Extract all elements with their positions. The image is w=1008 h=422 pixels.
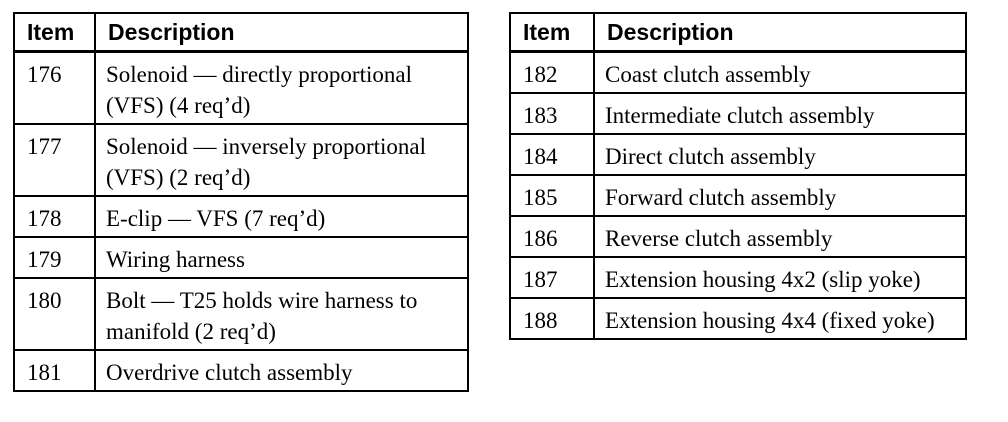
description-cell: Solenoid — directly proportional (VFS) (… [95,51,468,125]
item-number-cell: 187 [510,256,595,299]
item-number-cell: 185 [510,174,595,217]
item-number-cell: 176 [14,51,96,125]
description-cell: Coast clutch assembly [594,51,966,94]
table-header-row: Item Description [510,13,966,53]
description-cell: Direct clutch assembly [594,133,966,176]
table-header-row: Item Description [14,13,468,53]
table-row: 177 Solenoid — inversely proportional (V… [14,123,468,197]
description-cell: Reverse clutch assembly [594,215,966,258]
table-row: 184 Direct clutch assembly [510,133,966,176]
description-cell: Extension housing 4x2 (slip yoke) [594,256,966,299]
description-cell: Extension housing 4x4 (fixed yoke) [594,297,966,340]
item-number-cell: 182 [510,51,595,94]
table-row: 186 Reverse clutch assembly [510,215,966,258]
table-row: 178 E-clip — VFS (7 req’d) [14,195,468,238]
table-row: 185 Forward clutch assembly [510,174,966,217]
item-number-cell: 178 [14,195,96,238]
table-row: 179 Wiring harness [14,236,468,279]
description-cell: Intermediate clutch assembly [594,92,966,135]
item-column-header: Item [510,13,595,53]
description-cell: Solenoid — inversely proportional (VFS) … [95,123,468,197]
item-number-cell: 183 [510,92,595,135]
table-row: 188 Extension housing 4x4 (fixed yoke) [510,297,966,340]
table-row: 182 Coast clutch assembly [510,51,966,94]
item-number-cell: 188 [510,297,595,340]
table-row: 187 Extension housing 4x2 (slip yoke) [510,256,966,299]
item-number-cell: 180 [14,277,96,351]
parts-table-left: Item Description 176 Solenoid — directly… [13,12,469,392]
table-row: 180 Bolt — T25 holds wire harness to man… [14,277,468,351]
description-cell: Bolt — T25 holds wire harness to manifol… [95,277,468,351]
table-row: 176 Solenoid — directly proportional (VF… [14,51,468,125]
item-number-cell: 181 [14,349,96,392]
item-number-cell: 186 [510,215,595,258]
description-cell: Forward clutch assembly [594,174,966,217]
item-column-header: Item [14,13,96,53]
parts-table-right: Item Description 182 Coast clutch assemb… [509,12,967,340]
description-cell: Overdrive clutch assembly [95,349,468,392]
item-number-cell: 179 [14,236,96,279]
description-column-header: Description [594,13,966,53]
table-row: 183 Intermediate clutch assembly [510,92,966,135]
table-row: 181 Overdrive clutch assembly [14,349,468,392]
description-cell: Wiring harness [95,236,468,279]
description-cell: E-clip — VFS (7 req’d) [95,195,468,238]
item-number-cell: 177 [14,123,96,197]
description-column-header: Description [95,13,468,53]
item-number-cell: 184 [510,133,595,176]
